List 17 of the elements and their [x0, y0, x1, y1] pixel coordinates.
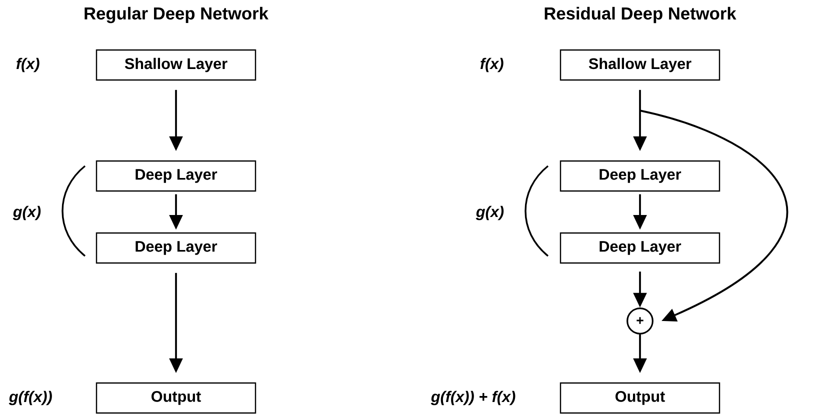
function-label: g(f(x)) [8, 390, 52, 406]
layer-box: Deep Layer [560, 232, 720, 264]
function-label: g(f(x)) + f(x) [430, 390, 516, 406]
layer-box: Shallow Layer [560, 49, 720, 81]
function-label: f(x) [16, 58, 40, 72]
function-label: f(x) [480, 58, 504, 72]
arrow [640, 110, 788, 322]
function-label: g(x) [476, 206, 504, 220]
layer-box: Deep Layer [560, 160, 720, 192]
layer-box: Output [96, 382, 256, 414]
layer-box: Output [560, 382, 720, 414]
function-label: g(x) [12, 206, 41, 220]
layer-box: Deep Layer [96, 160, 256, 192]
layer-box: Shallow Layer [96, 49, 256, 81]
heading: Residual Deep Network [544, 6, 736, 24]
layer-box: Deep Layer [96, 232, 256, 264]
heading: Regular Deep Network [84, 6, 268, 24]
